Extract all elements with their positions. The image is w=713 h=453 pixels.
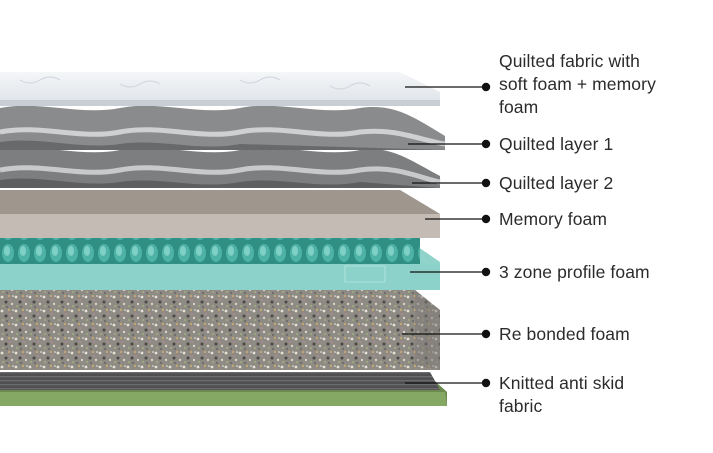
leader-dot-quilted-layer-2 — [481, 178, 491, 188]
layer-anti-skid-fabric — [0, 372, 447, 406]
layer-quilted-fabric — [0, 72, 440, 106]
leader-dot-memory-foam — [481, 214, 491, 224]
label-memory-foam: Memory foam — [499, 209, 608, 229]
leader-dot-quilted-fabric — [481, 82, 491, 92]
layer-profile-foam — [0, 238, 440, 290]
label-quilted-layer-1: Quilted layer 1 — [499, 134, 614, 154]
layer-quilted-1 — [0, 105, 446, 150]
label-quilted-layer-2: Quilted layer 2 — [499, 173, 614, 193]
leader-dot-quilted-layer-1 — [481, 139, 491, 149]
layer-quilted-2 — [0, 147, 441, 188]
layer-memory-foam — [0, 190, 440, 238]
leader-dot-profile-foam — [481, 267, 491, 277]
label-anti-skid-fabric: Knitted anti skid fabric — [499, 373, 625, 416]
label-profile-foam: 3 zone profile foam — [499, 262, 650, 282]
leader-dot-rebonded-foam — [481, 329, 491, 339]
label-quilted-fabric: Quilted fabric with soft foam + memory f… — [499, 51, 656, 117]
label-rebonded-foam: Re bonded foam — [499, 324, 630, 344]
leader-dot-anti-skid-fabric — [481, 378, 491, 388]
layer-rebonded-foam — [0, 290, 440, 370]
leader-lines — [402, 82, 491, 388]
